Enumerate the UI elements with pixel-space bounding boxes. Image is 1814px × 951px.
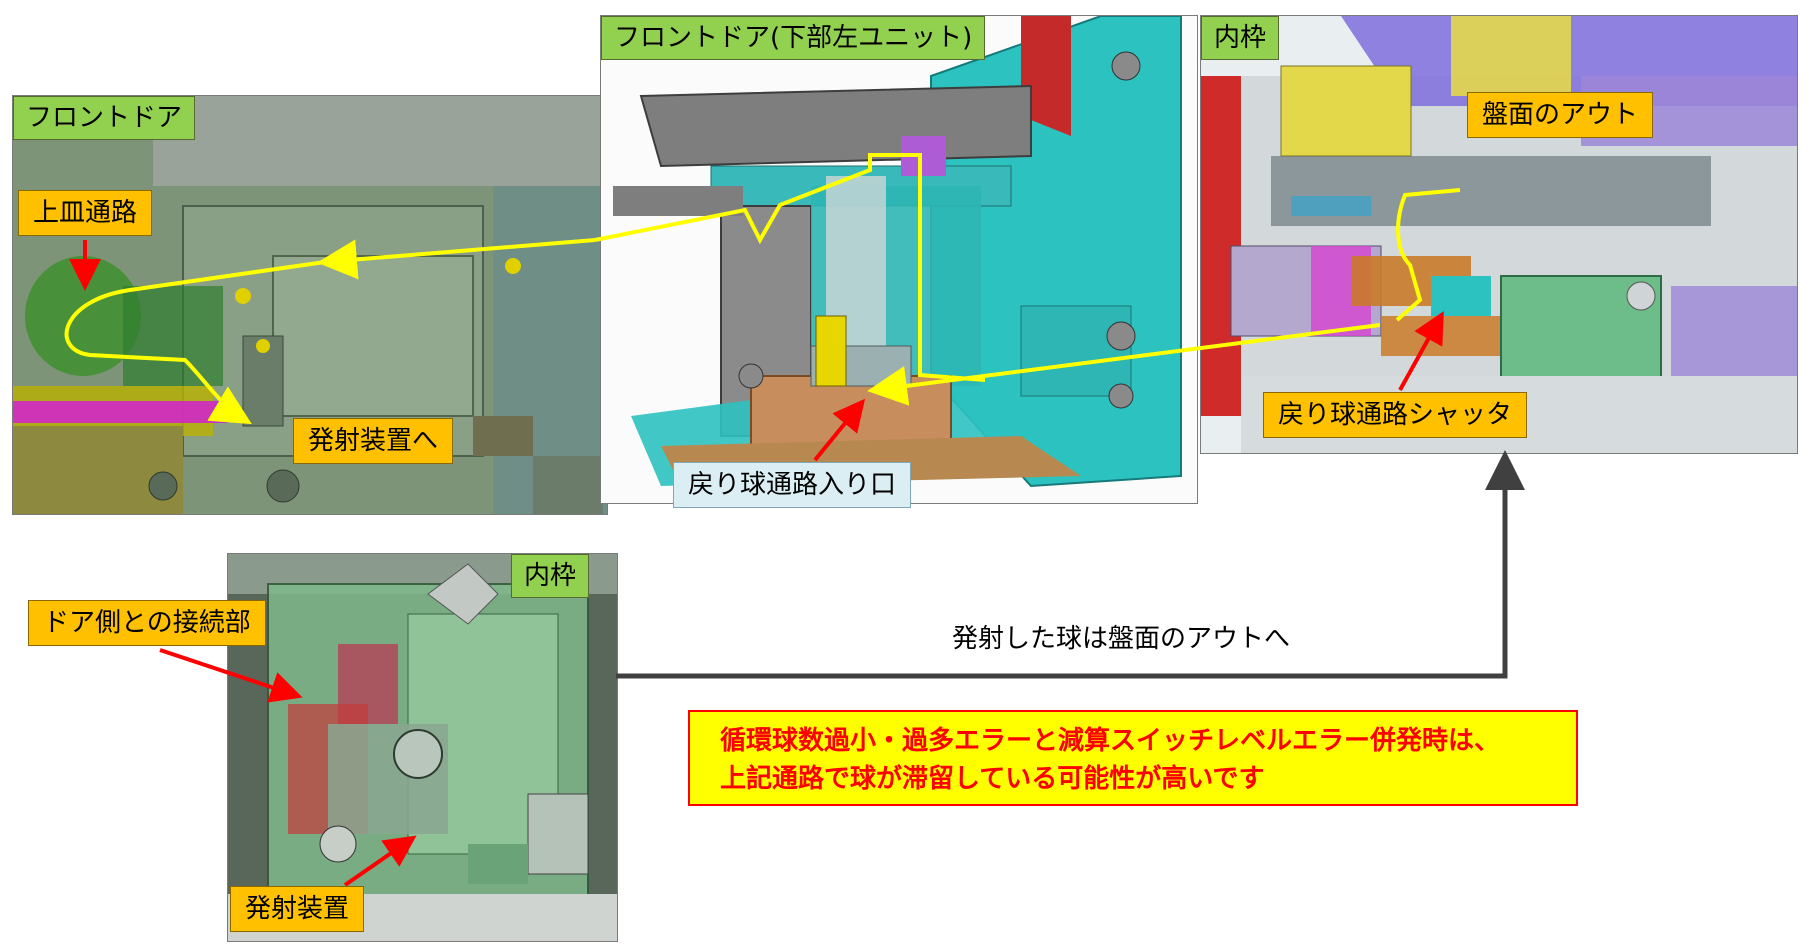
inner-frame-bottom-panel: 内枠 bbox=[227, 553, 618, 942]
inner-frame-bottom-cad-image bbox=[228, 554, 617, 941]
board-out-label: 盤面のアウト bbox=[1467, 92, 1654, 138]
front-door-lower-unit-cad-image bbox=[601, 16, 1197, 503]
inner-frame-top-cad-image bbox=[1201, 16, 1797, 453]
front-door-lower-unit-tag: フロントドア(下部左ユニット) bbox=[601, 16, 986, 60]
inner-frame-top-tag: 内枠 bbox=[1201, 16, 1280, 60]
inner-frame-top-panel: 内枠 bbox=[1200, 15, 1798, 454]
inner-frame-bottom-tag: 内枠 bbox=[511, 554, 590, 598]
front-door-lower-unit-panel: フロントドア(下部左ユニット) bbox=[600, 15, 1198, 504]
warning-note-line-1: 循環球数過小・過多エラーと減算スイッチレベルエラー併発時は、 bbox=[720, 726, 1501, 756]
warning-note-line-2: 上記通路で球が滞留している可能性が高いです bbox=[720, 764, 1265, 794]
upper-tray-path-label: 上皿通路 bbox=[18, 190, 153, 236]
warning-note: 循環球数過小・過多エラーと減算スイッチレベルエラー併発時は、 上記通路で球が滞留… bbox=[688, 710, 1578, 806]
return-ball-entrance-label: 戻り球通路入り口 bbox=[673, 462, 912, 508]
fired-ball-flow-label: 発射した球は盤面のアウトへ bbox=[952, 624, 1291, 654]
return-ball-shutter-label: 戻り球通路シャッタ bbox=[1263, 392, 1528, 438]
to-launcher-label: 発射装置へ bbox=[293, 418, 454, 464]
front-door-tag: フロントドア bbox=[13, 96, 196, 140]
launcher-label: 発射装置 bbox=[230, 886, 365, 932]
door-connection-label: ドア側との接続部 bbox=[28, 600, 266, 646]
